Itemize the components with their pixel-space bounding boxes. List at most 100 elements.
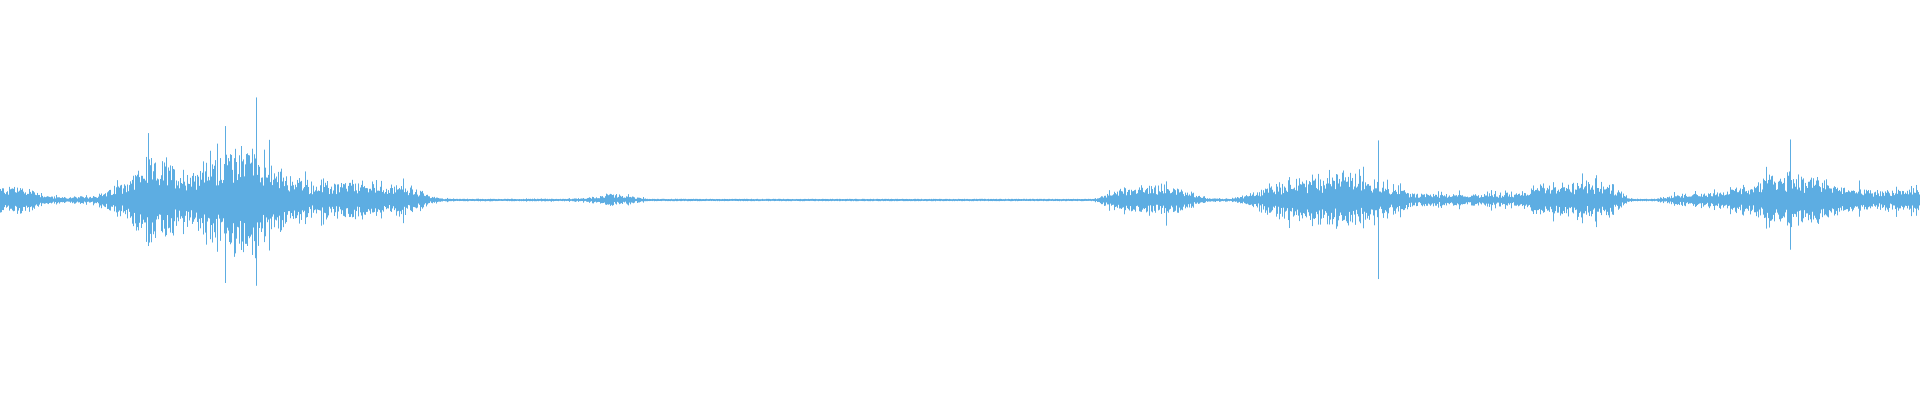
waveform-bar	[1849, 191, 1850, 211]
waveform-bar	[891, 198, 892, 202]
waveform-bar	[1292, 189, 1293, 208]
waveform-bar	[1137, 193, 1138, 206]
waveform-bar	[1527, 194, 1528, 208]
waveform-bar	[435, 198, 436, 202]
waveform-bar	[1002, 199, 1003, 202]
waveform-bar	[1692, 195, 1693, 204]
waveform-bar	[486, 199, 487, 202]
waveform-bar	[102, 196, 103, 205]
waveform-bar	[727, 198, 728, 202]
waveform-bar	[436, 197, 437, 204]
waveform-bar	[1511, 191, 1512, 209]
waveform-bar	[1532, 189, 1533, 212]
waveform-bar	[1076, 199, 1077, 201]
waveform-bar	[882, 198, 883, 201]
waveform-bar	[1099, 197, 1100, 203]
waveform-bar	[1265, 188, 1266, 213]
waveform-bar	[1216, 198, 1217, 202]
waveform-bar	[1431, 196, 1432, 205]
waveform-bar	[773, 198, 774, 201]
waveform-bar	[296, 187, 297, 219]
waveform-bar	[1632, 198, 1633, 202]
waveform-bar	[1229, 198, 1230, 202]
waveform-bar	[1439, 197, 1440, 203]
waveform-bar	[1551, 190, 1552, 210]
waveform-bar	[1202, 197, 1203, 203]
waveform-bar	[213, 168, 214, 224]
waveform-bar	[796, 198, 797, 201]
waveform-bar	[195, 175, 196, 218]
waveform-bar	[649, 198, 650, 202]
waveform-bar	[1611, 190, 1612, 212]
waveform-bar	[441, 198, 442, 202]
waveform-bar	[1490, 196, 1491, 205]
waveform-bar	[81, 196, 82, 203]
waveform-bar	[923, 199, 924, 202]
waveform-bar	[1605, 189, 1606, 210]
waveform-bar	[632, 196, 633, 203]
waveform-bar	[235, 148, 236, 254]
waveform-bar	[79, 197, 80, 203]
waveform-bar	[723, 199, 724, 201]
waveform-bar	[634, 197, 635, 203]
waveform-bar	[1104, 195, 1105, 206]
waveform-bar	[315, 190, 316, 210]
waveform-bar	[1426, 193, 1427, 206]
waveform-bar	[1375, 188, 1376, 211]
waveform-bar	[859, 199, 860, 201]
waveform-bar	[418, 196, 419, 204]
waveform-bar	[953, 198, 954, 201]
waveform-bar	[791, 199, 792, 202]
waveform-bar	[365, 188, 366, 215]
waveform-bar	[780, 198, 781, 201]
waveform-bar	[1223, 199, 1224, 202]
waveform-bar	[808, 198, 809, 201]
waveform-bar	[1888, 191, 1889, 212]
waveform-bar	[1567, 188, 1568, 210]
waveform-bar	[758, 199, 759, 202]
waveform-bar	[1807, 187, 1808, 214]
waveform-bar	[1071, 199, 1072, 202]
waveform-bar	[71, 198, 72, 202]
waveform-bar	[552, 198, 553, 201]
waveform-bar	[186, 190, 187, 212]
waveform-bar	[1101, 196, 1102, 205]
waveform-bar	[1459, 190, 1460, 210]
waveform-bar	[675, 198, 676, 201]
waveform-bar	[713, 199, 714, 202]
waveform-bar	[1541, 185, 1542, 210]
waveform-bar	[1392, 192, 1393, 208]
waveform-bar	[1600, 188, 1601, 213]
waveform-bar	[163, 180, 164, 221]
waveform-bar	[276, 176, 277, 221]
waveform-bar	[119, 187, 120, 211]
waveform-bar	[1597, 187, 1598, 212]
waveform-bar	[1175, 190, 1176, 211]
waveform-bar	[915, 198, 916, 202]
waveform-bar	[1383, 181, 1384, 218]
waveform-bar	[885, 198, 886, 202]
waveform-bar	[702, 199, 703, 202]
waveform-bar	[1235, 197, 1236, 202]
waveform-bar	[660, 199, 661, 201]
waveform-bar	[1249, 195, 1250, 206]
waveform-bar	[1533, 185, 1534, 215]
waveform-bar	[532, 198, 533, 202]
waveform-bar	[1765, 180, 1766, 218]
waveform-bar	[541, 198, 542, 202]
waveform-bar	[1753, 192, 1754, 206]
waveform-bar	[1184, 196, 1185, 205]
waveform-bar	[1833, 187, 1834, 210]
waveform-bar	[165, 166, 166, 237]
waveform-bar	[243, 159, 244, 253]
waveform-bar	[490, 198, 491, 202]
waveform-bar	[889, 199, 890, 202]
waveform-bar	[1299, 178, 1300, 222]
waveform-bar	[1586, 180, 1587, 215]
waveform-bar	[994, 199, 995, 202]
waveform-bar	[761, 199, 762, 201]
waveform-bar	[1198, 196, 1199, 204]
waveform-bar	[312, 194, 313, 206]
waveform-bar	[456, 198, 457, 201]
